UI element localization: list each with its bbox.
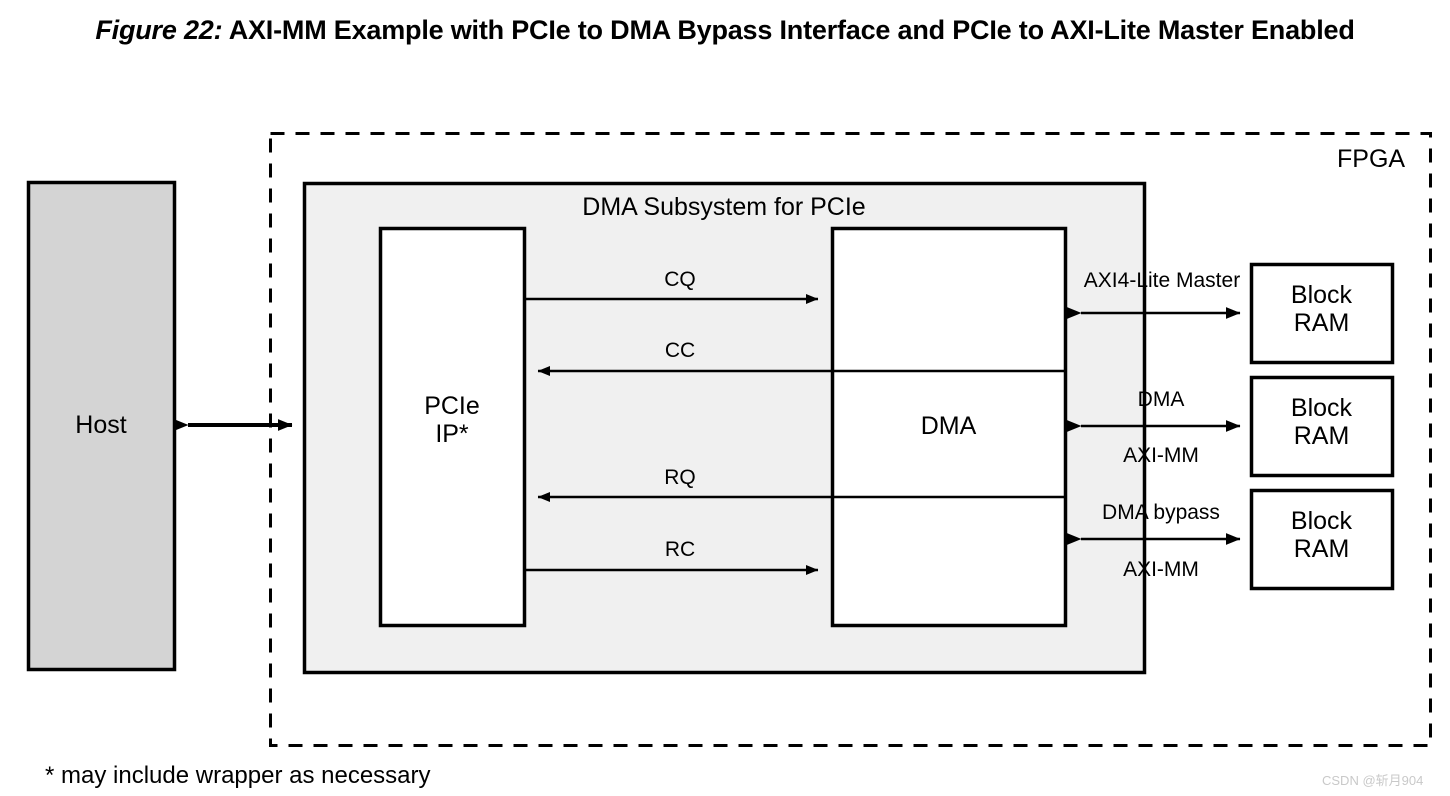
- pcie-ip-block-shape: [378, 226, 527, 628]
- pcie-ip-line-2: IP*: [435, 420, 469, 448]
- block-ram-1-line-2: RAM: [1293, 309, 1350, 337]
- figure-number: Figure 22:: [95, 15, 223, 45]
- rc-signal-label: RC: [664, 538, 696, 561]
- host-block-label: Host: [75, 411, 127, 439]
- block-ram-3-shape: [1249, 488, 1395, 591]
- block-ram-1-shape: [1249, 262, 1395, 365]
- dma-interface-label-top: DMA: [1137, 388, 1185, 411]
- rq-signal-label: RQ: [664, 466, 696, 489]
- block-ram-1-line-1: Block: [1290, 281, 1353, 309]
- figure-title-text: AXI-MM Example with PCIe to DMA Bypass I…: [228, 15, 1355, 45]
- cc-signal-label: CC: [664, 339, 696, 362]
- block-ram-2-line-1: Block: [1290, 394, 1353, 422]
- pcie-ip-line-1: PCIe: [424, 392, 480, 420]
- dma-bypass-interface-label-bottom: AXI-MM: [1123, 558, 1199, 581]
- dma-interface-label-bottom: AXI-MM: [1123, 444, 1199, 467]
- fpga-label: FPGA: [1337, 145, 1406, 173]
- dma-block-label: DMA: [920, 412, 977, 440]
- host-block-shape: [26, 180, 177, 672]
- block-ram-2-line-2: RAM: [1293, 422, 1350, 450]
- block-ram-3-line-1: Block: [1290, 507, 1353, 535]
- footnote: * may include wrapper as necessary: [45, 762, 431, 789]
- dma-subsystem-label: DMA Subsystem for PCIe: [582, 193, 866, 221]
- watermark: CSDN @斩月904: [1322, 773, 1424, 788]
- dma-bypass-interface-label-top: DMA bypass: [1102, 501, 1220, 524]
- axi4-lite-master-label: AXI4-Lite Master: [1083, 269, 1241, 292]
- page-title: Figure 22: AXI-MM Example with PCIe to D…: [18, 14, 1432, 48]
- block-ram-3-line-2: RAM: [1293, 535, 1350, 563]
- cq-signal-label: CQ: [664, 268, 696, 291]
- block-ram-2-shape: [1249, 375, 1395, 478]
- dma-block-shape: [830, 226, 1068, 628]
- fpga-boundary: [269, 132, 1432, 747]
